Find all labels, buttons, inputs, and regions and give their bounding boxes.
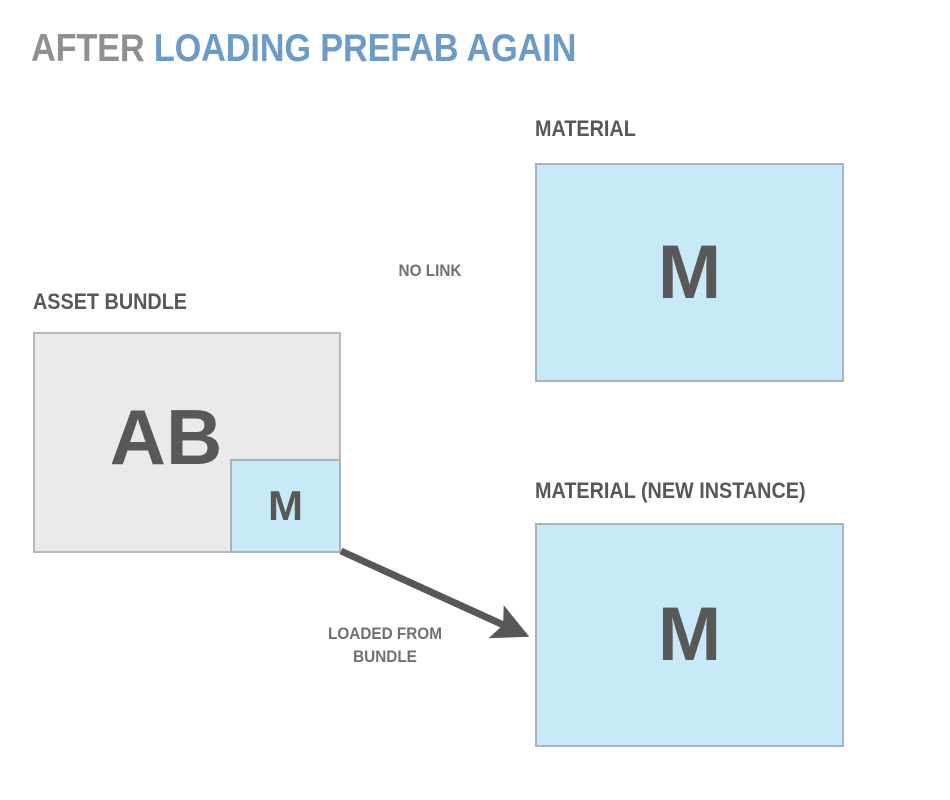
material-box-label: MATERIAL: [535, 116, 636, 141]
material-new-instance-box: M: [535, 523, 844, 747]
page-title-gray-part: AFTER: [31, 27, 154, 70]
loaded-from-bundle-edge-label: LOADED FROM BUNDLE: [308, 623, 463, 669]
loaded-from-bundle-edge-label-line1: LOADED FROM: [328, 624, 442, 643]
loaded-from-bundle-arrow-line: [339, 547, 530, 639]
asset-bundle-box: AB: [33, 332, 341, 553]
material-box: M: [535, 163, 844, 382]
material-box-letter: M: [657, 229, 722, 315]
bundled-material-box-letter: M: [268, 482, 303, 529]
asset-bundle-box-letter: AB: [109, 392, 223, 481]
loaded-from-bundle-edge-label-line2: BUNDLE: [353, 646, 417, 666]
material-new-instance-box-letter: M: [657, 592, 722, 677]
bundled-material-box: M: [230, 459, 341, 553]
no-link-edge-label: NO LINK: [398, 261, 462, 280]
page-title: AFTER LOADING PREFAB AGAIN: [31, 27, 577, 71]
asset-bundle-box-label: ASSET BUNDLE: [33, 289, 188, 314]
page-title-blue-part: LOADING PREFAB AGAIN: [153, 27, 577, 70]
material-new-instance-box-label: MATERIAL (NEW INSTANCE): [535, 478, 806, 503]
